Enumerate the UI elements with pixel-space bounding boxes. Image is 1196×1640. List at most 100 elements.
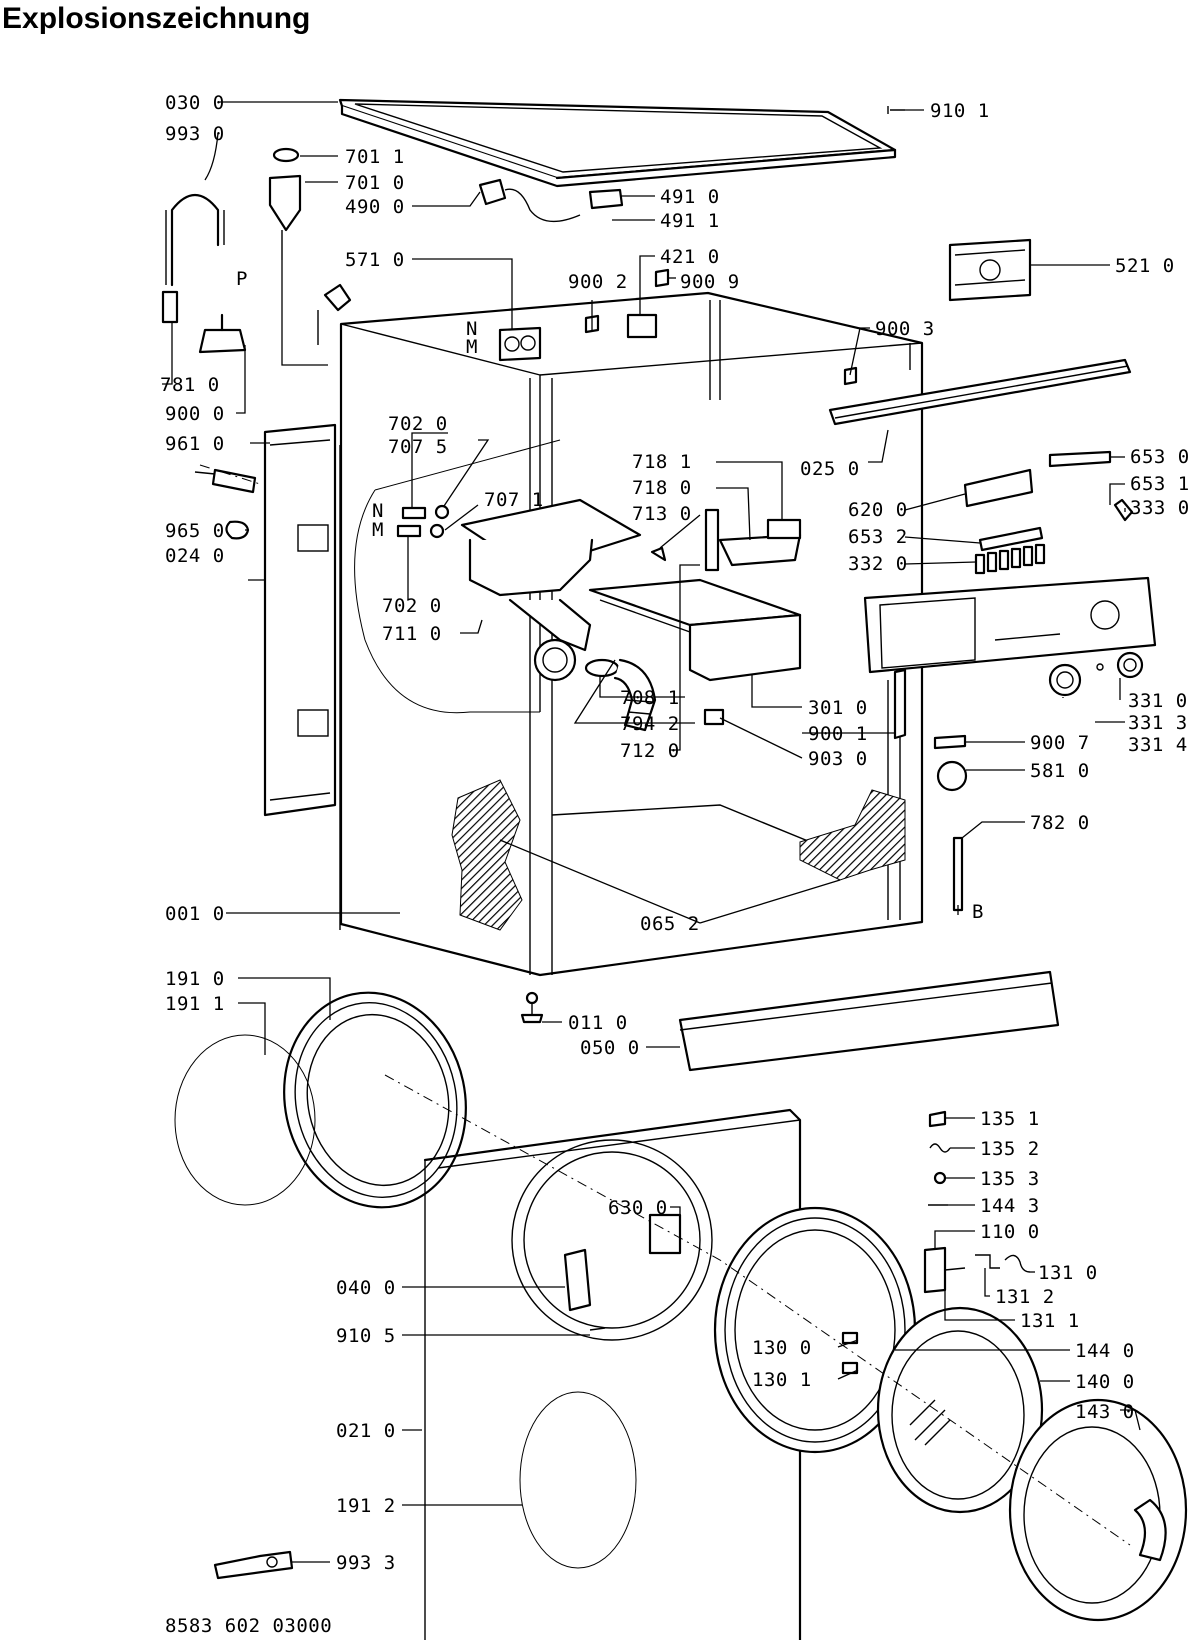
clip-900-9-drawing xyxy=(654,268,670,288)
label-653-0: 653 0 xyxy=(1130,446,1190,468)
label-712-0: 712 0 xyxy=(620,740,680,762)
hose-clamp-upper-drawing xyxy=(401,506,427,520)
bracket-axis-line xyxy=(199,464,261,485)
label-131-0: 131 0 xyxy=(1038,1262,1098,1284)
label-707-5: 707 5 xyxy=(388,436,448,458)
label-900-0: 900 0 xyxy=(165,403,225,425)
label-571-0: 571 0 xyxy=(345,249,405,271)
hose-clamp-lower-drawing xyxy=(396,524,422,538)
door-axis-line xyxy=(384,1074,1131,1546)
label-491-1: 491 1 xyxy=(660,210,720,232)
door-hook-drawing xyxy=(975,1254,1000,1269)
label-491-0: 491 0 xyxy=(660,186,720,208)
label-701-1: 701 1 xyxy=(345,146,405,168)
hose-connector-5-drawing xyxy=(434,504,450,520)
label-581-0: 581 0 xyxy=(1030,760,1090,782)
kick-plate-drawing xyxy=(678,970,1060,1072)
drawer-guide-drawing xyxy=(703,708,725,726)
door-frame-outer-drawing xyxy=(1008,1398,1188,1622)
door-frame-inner-drawing xyxy=(713,1206,917,1454)
label-130-0: 130 0 xyxy=(752,1337,812,1359)
label-620-0: 620 0 xyxy=(848,499,908,521)
bellows-drawing xyxy=(584,658,657,732)
label-900-3: 900 3 xyxy=(875,318,935,340)
label-110-0: 110 0 xyxy=(980,1221,1040,1243)
label-331-4: 331 4 xyxy=(1128,734,1188,756)
label-131-1: 131 1 xyxy=(1020,1310,1080,1332)
label-191-1: 191 1 xyxy=(165,993,225,1015)
mains-cable-drawing xyxy=(478,178,624,223)
door-glass-drawing xyxy=(876,1306,1044,1514)
control-panel-fascia-drawing xyxy=(863,576,1157,674)
pressure-hose-drawing xyxy=(952,836,964,912)
flap-drawing xyxy=(704,508,720,572)
label-065-2: 065 2 xyxy=(640,913,700,935)
leveling-foot-drawing xyxy=(268,147,328,366)
capacitor-drawing xyxy=(626,313,658,339)
push-buttons-drawing xyxy=(974,543,1046,575)
label-713-0: 713 0 xyxy=(632,503,692,525)
inlet-hose-drawing xyxy=(161,194,247,354)
label-900-2: 900 2 xyxy=(568,271,628,293)
clip-900-7-drawing xyxy=(933,734,967,750)
label-702-0-lower: 702 0 xyxy=(382,595,442,617)
lever-drawing xyxy=(1113,498,1134,522)
label-131-2: 131 2 xyxy=(995,1286,1055,1308)
page-title: Explosionszeichnung xyxy=(2,2,311,35)
label-024-0: 024 0 xyxy=(165,545,225,567)
door-hinge-drawing xyxy=(563,1248,592,1312)
label-910-1: 910 1 xyxy=(930,100,990,122)
label-794-2: 794 2 xyxy=(620,713,680,735)
label-653-2: 653 2 xyxy=(848,526,908,548)
top-cover-drawing xyxy=(338,98,897,188)
label-b: B xyxy=(972,901,984,923)
label-490-0: 490 0 xyxy=(345,196,405,218)
label-903-0: 903 0 xyxy=(808,748,868,770)
label-961-0: 961 0 xyxy=(165,433,225,455)
label-191-2: 191 2 xyxy=(336,1495,396,1517)
label-718-0: 718 0 xyxy=(632,477,692,499)
hinge-screw-drawing xyxy=(589,1327,606,1331)
keyboard-support-drawing xyxy=(978,526,1044,552)
detergent-insert-drawing xyxy=(718,533,802,567)
housing-outline-drawing xyxy=(354,489,540,714)
label-965-0: 965 0 xyxy=(165,520,225,542)
control-panel-bracket-drawing xyxy=(828,358,1132,426)
label-030-0: 030 0 xyxy=(165,92,225,114)
label-135-2: 135 2 xyxy=(980,1138,1040,1160)
door-seal-spring-drawing xyxy=(174,1034,316,1206)
detergent-insert-1-drawing xyxy=(766,518,802,540)
label-144-0: 144 0 xyxy=(1075,1340,1135,1362)
label-702-0-upper: 702 0 xyxy=(388,413,448,435)
leader-lines xyxy=(162,101,1141,1563)
detergent-housing-drawing xyxy=(460,498,642,682)
label-653-1: 653 1 xyxy=(1130,473,1190,495)
valve-letter-n: N xyxy=(466,318,478,340)
transport-cap-drawing xyxy=(225,520,250,540)
label-718-1: 718 1 xyxy=(632,451,692,473)
label-630-0: 630 0 xyxy=(608,1197,668,1219)
label-521-0: 521 0 xyxy=(1115,255,1175,277)
hook-spring-drawing xyxy=(1004,1254,1031,1273)
label-333-0: 333 0 xyxy=(1130,497,1190,519)
knob-drawing xyxy=(1048,651,1144,697)
label-140-0: 140 0 xyxy=(1075,1371,1135,1393)
drawing-number: 8583 602 03000 xyxy=(165,1615,332,1637)
clip-900-3-drawing xyxy=(843,366,858,386)
electronic-module-drawing xyxy=(948,238,1032,302)
label-781-0: 781 0 xyxy=(160,374,220,396)
service-tool-drawing xyxy=(213,1550,294,1580)
label-191-0: 191 0 xyxy=(165,968,225,990)
keyboard-frame-drawing xyxy=(1048,450,1112,468)
label-900-9: 900 9 xyxy=(680,271,740,293)
hose-letter-p: P xyxy=(236,268,248,290)
wire-letter-n: N xyxy=(372,500,384,522)
wire-letter-m: M xyxy=(372,519,384,541)
label-011-0: 011 0 xyxy=(568,1012,628,1034)
hinge-washer-drawing xyxy=(933,1171,947,1185)
part-labels: 030 0 993 0 701 1 701 0 490 0 491 0 491 … xyxy=(160,92,1190,1637)
label-993-3: 993 3 xyxy=(336,1552,396,1574)
door-lock-drawing xyxy=(648,1213,682,1255)
label-130-1: 130 1 xyxy=(752,1369,812,1391)
hook-pin-link xyxy=(944,1267,966,1271)
